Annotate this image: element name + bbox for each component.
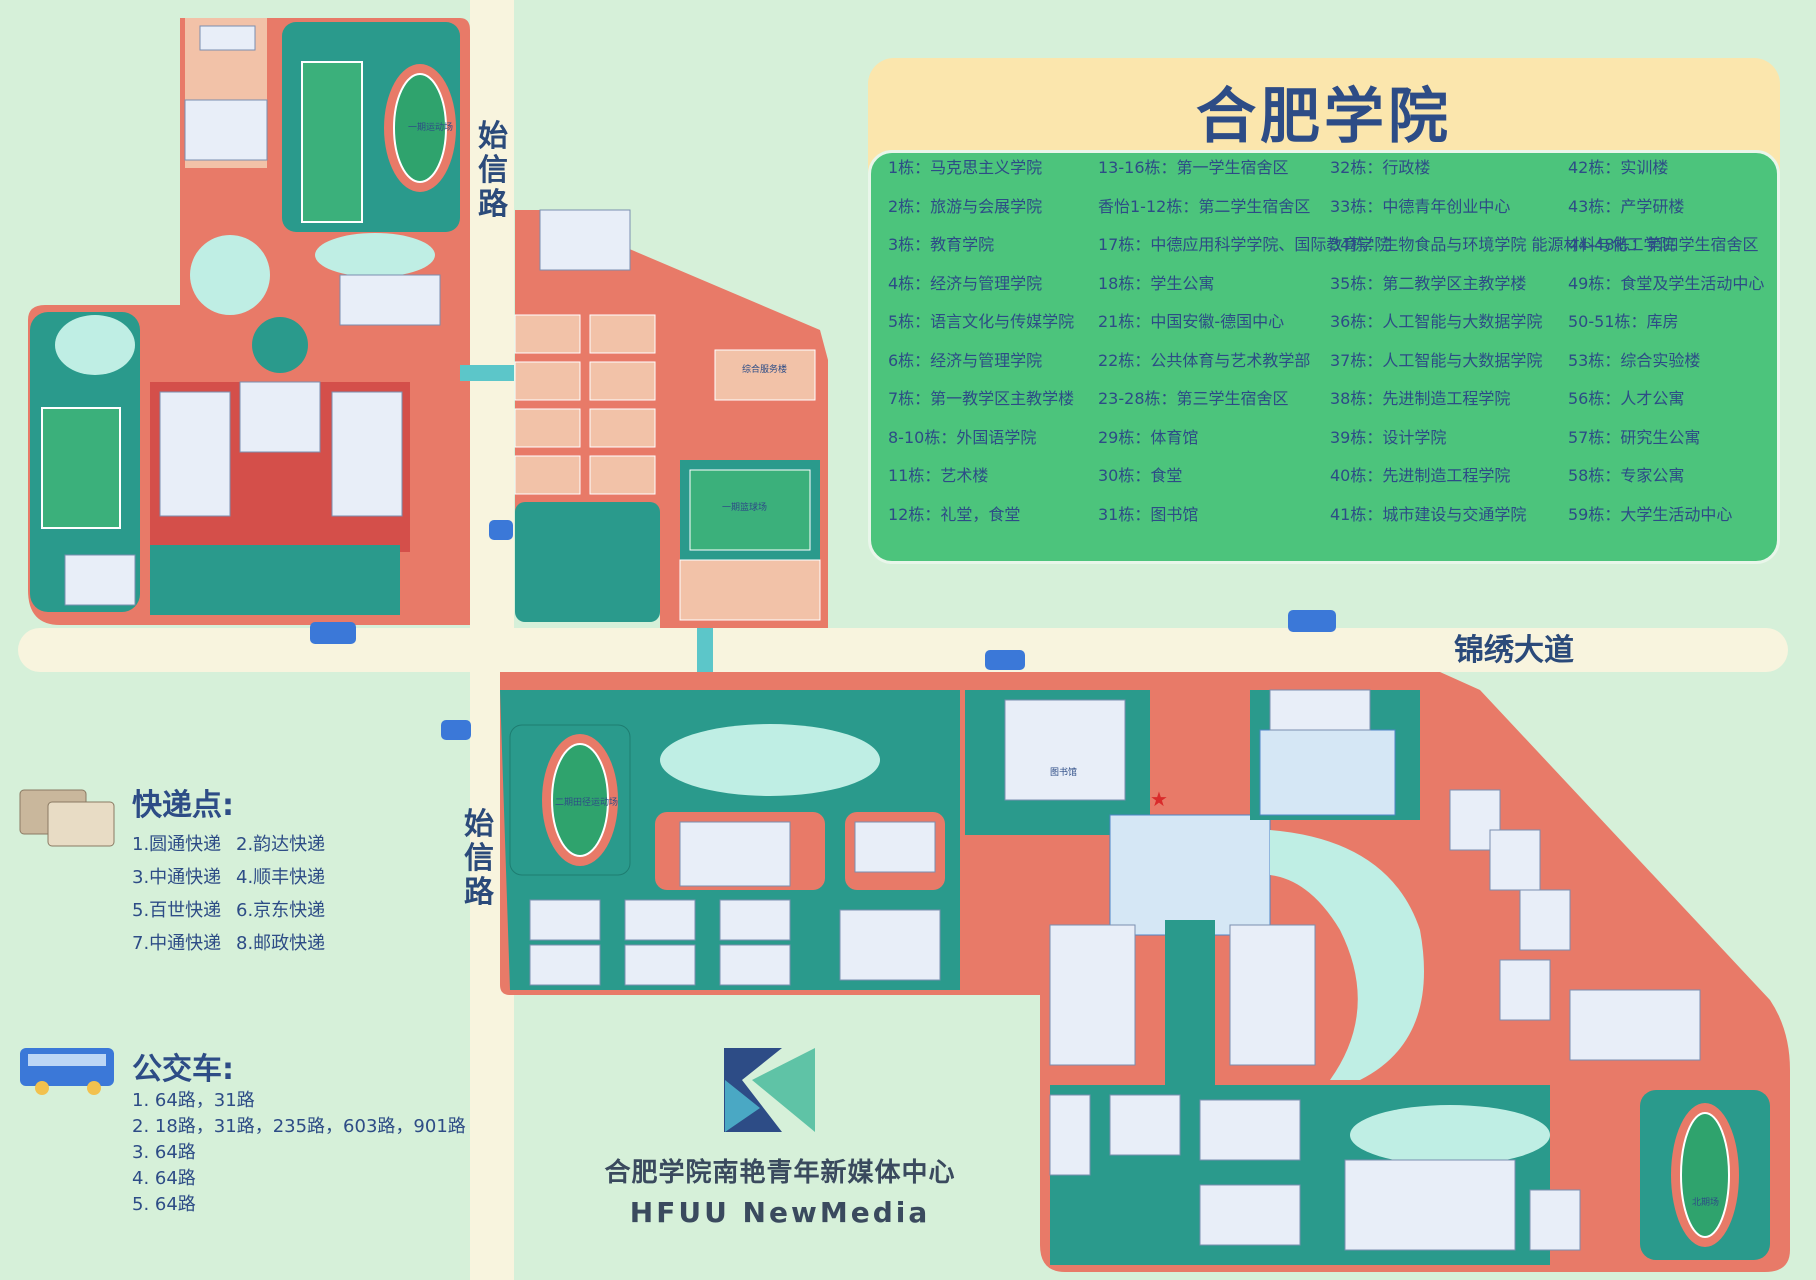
legend-item: 31栋：图书馆	[1098, 504, 1199, 524]
legend-item: 4栋：经济与管理学院	[888, 273, 1043, 293]
library-label: 图书馆	[1050, 766, 1077, 778]
building-legend: 合肥学院 1栋：马克思主义学院 2栋：旅游与会展学院 3栋：教育学院 4栋：经济与管理…	[868, 58, 1780, 564]
legend-item: 50-51栋：库房	[1568, 312, 1679, 331]
bus-title: 公交车:	[132, 1052, 234, 1087]
central-north-block: 一期篮球场 综合服务楼	[514, 209, 828, 628]
courier-item: 1.圆通快递	[132, 834, 222, 855]
courier-item: 8.邮政快递	[236, 933, 326, 954]
road-label-shixin-bottom: 始信路	[464, 807, 494, 910]
legend-item: 59栋：大学生活动中心	[1568, 504, 1733, 524]
legend-item: 40栋：先进制造工程学院	[1330, 466, 1511, 485]
legend-item: 2栋：旅游与会展学院	[888, 196, 1043, 216]
legend-item: 44-48栋：第四学生宿舍区	[1568, 235, 1759, 254]
south-campus: 二期田径运动场 图书馆	[500, 672, 1790, 1272]
brand-name-en: HFUU NewMedia	[629, 1196, 931, 1229]
courier-item: 3.中通快递	[132, 867, 222, 888]
hfuu-newmedia-logo-icon	[724, 1048, 815, 1132]
legend-item: 49栋：食堂及学生活动中心	[1568, 273, 1765, 293]
bus-line: 2. 18路，31路，235路，603路，901路	[132, 1116, 466, 1137]
brand-name-cn: 合肥学院南艳青年新媒体中心	[604, 1158, 956, 1188]
legend-item: 32栋：行政楼	[1330, 158, 1431, 177]
legend-item: 8-10栋：外国语学院	[888, 427, 1037, 447]
courier-title: 快递点:	[132, 788, 234, 823]
courier-item: 6.京东快递	[236, 900, 326, 921]
legend-item: 42栋：实训楼	[1568, 158, 1669, 177]
legend-item: 22栋：公共体育与艺术教学部	[1098, 350, 1311, 370]
bus-line: 4. 64路	[132, 1168, 196, 1189]
legend-item: 35栋：第二教学区主教学楼	[1330, 273, 1527, 293]
legend-item: 36栋：人工智能与大数据学院	[1330, 312, 1543, 331]
legend-item: 29栋：体育馆	[1098, 427, 1199, 447]
legend-item: 5栋：语言文化与传媒学院	[888, 312, 1075, 331]
legend-item: 33栋：中德青年创业中心	[1330, 196, 1511, 216]
legend-item: 7栋：第一教学区主教学楼	[888, 389, 1075, 408]
legend-item: 37栋：人工智能与大数据学院	[1330, 350, 1543, 370]
bus-line: 1. 64路，31路	[132, 1090, 255, 1111]
legend-item: 1栋：马克思主义学院	[888, 158, 1043, 177]
courier-item: 4.顺丰快递	[236, 867, 326, 888]
legend-body	[868, 150, 1780, 564]
admin-label: 综合服务楼	[742, 363, 787, 375]
courier-item: 2.韵达快递	[236, 834, 326, 855]
legend-item: 43栋：产学研楼	[1568, 196, 1685, 216]
legend-item: 39栋：设计学院	[1330, 427, 1447, 447]
track-east-label: 北期场	[1692, 1197, 1719, 1208]
legend-item: 18栋：学生公寓	[1098, 273, 1215, 293]
track-west-label: 一期运动场	[408, 122, 453, 133]
road-jinxiu	[18, 628, 1788, 672]
legend-item: 57栋：研究生公寓	[1568, 427, 1701, 447]
legend-item: 56栋：人才公寓	[1568, 389, 1685, 408]
legend-item: 11栋：艺术楼	[888, 466, 989, 485]
legend-item: 6栋：经济与管理学院	[888, 350, 1043, 370]
courier-item: 5.百世快递	[132, 900, 222, 921]
bus-icon	[310, 520, 1336, 740]
legend-item: 23-28栋：第三学生宿舍区	[1098, 389, 1289, 408]
legend-item: 12栋：礼堂，食堂	[888, 504, 1021, 524]
legend-item: 香怡1-12栋：第二学生宿舍区	[1098, 196, 1311, 216]
legend-item: 17栋：中德应用科学学院、国际教育学院	[1098, 235, 1391, 254]
bus-line: 5. 64路	[132, 1194, 196, 1215]
legend-item: 34栋：生物食品与环境学院 能源材料与化工学院	[1330, 235, 1676, 254]
bridge-south	[697, 628, 713, 672]
bus-legend-icon	[20, 1048, 114, 1095]
you-are-here-star-icon: ★	[1150, 787, 1168, 811]
parcel-icon	[19, 789, 115, 847]
road-label-shixin-top: 始信路	[478, 119, 508, 222]
legend-item: 13-16栋：第一学生宿舍区	[1098, 158, 1289, 177]
legend-item: 58栋：专家公寓	[1568, 466, 1685, 485]
basketball-label: 一期篮球场	[722, 501, 767, 513]
legend-item: 53栋：综合实验楼	[1568, 350, 1701, 370]
west-campus: 一期运动场	[28, 18, 470, 625]
bridge-north	[460, 365, 514, 381]
legend-item: 38栋：先进制造工程学院	[1330, 389, 1511, 408]
track-south-label: 二期田径运动场	[555, 796, 618, 808]
legend-item: 41栋：城市建设与交通学院	[1330, 504, 1527, 524]
legend-item: 21栋：中国安徽-德国中心	[1098, 312, 1285, 331]
bus-line: 3. 64路	[132, 1142, 196, 1163]
road-label-jinxiu: 锦绣大道	[1454, 633, 1574, 668]
page-title: 合肥学院	[1196, 82, 1452, 152]
legend-item: 30栋：食堂	[1098, 466, 1183, 485]
courier-item: 7.中通快递	[132, 933, 222, 954]
legend-item: 3栋：教育学院	[888, 235, 995, 254]
